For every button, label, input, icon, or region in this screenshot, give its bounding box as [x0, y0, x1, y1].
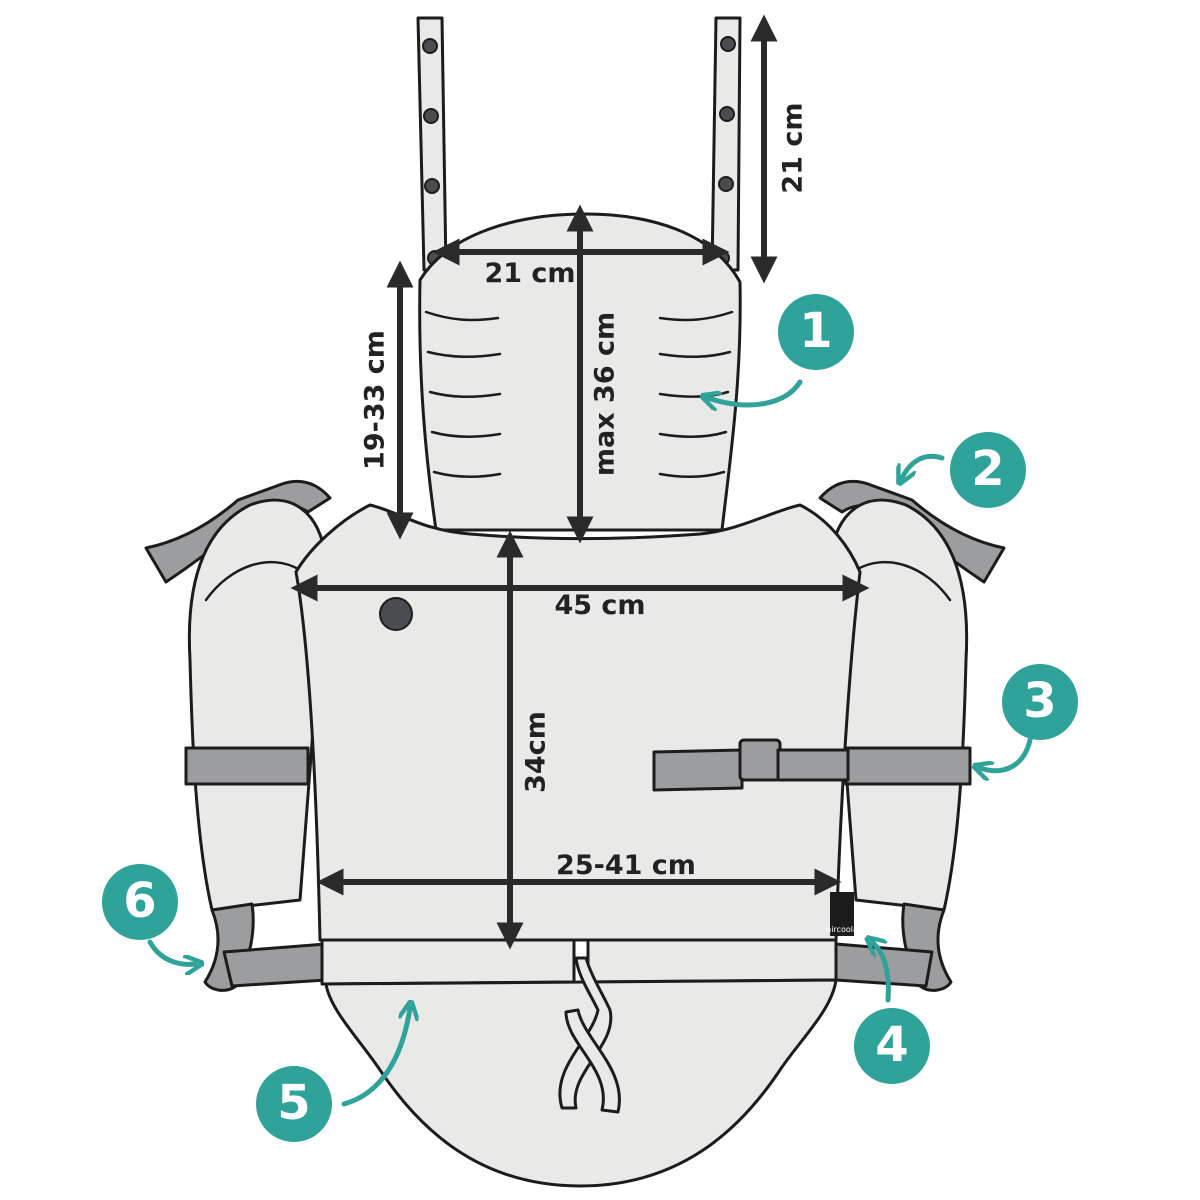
callout-number: 2 [971, 441, 1004, 497]
brand-label-tag: nircoola [826, 892, 858, 936]
shoulder-strap-right [818, 479, 1006, 992]
dim-back-height-label: 19-33 cm [360, 330, 391, 470]
seat [324, 956, 838, 1188]
callout-badge-1: 1 [778, 294, 854, 370]
callout-badge-4: 4 [854, 1008, 930, 1084]
dimension-lines [290, 14, 870, 950]
waist-belt [222, 938, 934, 988]
callout-badge-5: 5 [256, 1066, 332, 1142]
callout-pointers [147, 379, 1033, 1107]
callout-number: 5 [277, 1075, 310, 1131]
dim-panel-width-label: 45 cm [554, 590, 645, 621]
dim-seat-width-label: 25-41 cm [556, 850, 696, 881]
dim-panel-height-label: 34cm [521, 711, 552, 793]
top-strap-left [416, 16, 448, 272]
brand-label-text: nircoola [826, 925, 858, 934]
callout-badge-3: 3 [1002, 664, 1078, 740]
chest-buckle [652, 738, 850, 792]
shoulder-strap-left [144, 479, 332, 992]
top-strap-right [710, 16, 742, 272]
callout-number: 6 [123, 873, 156, 929]
dim-strap-length-label: 21 cm [778, 102, 809, 193]
dim-headrest-width-label: 21 cm [484, 258, 575, 289]
dim-headrest-height-label: max 36 cm [590, 312, 621, 476]
callout-number: 4 [875, 1017, 908, 1073]
callout-number: 3 [1023, 673, 1056, 729]
callout-badge-2: 2 [950, 432, 1026, 508]
callout-number: 1 [799, 303, 832, 359]
callout-badge-6: 6 [102, 864, 178, 940]
